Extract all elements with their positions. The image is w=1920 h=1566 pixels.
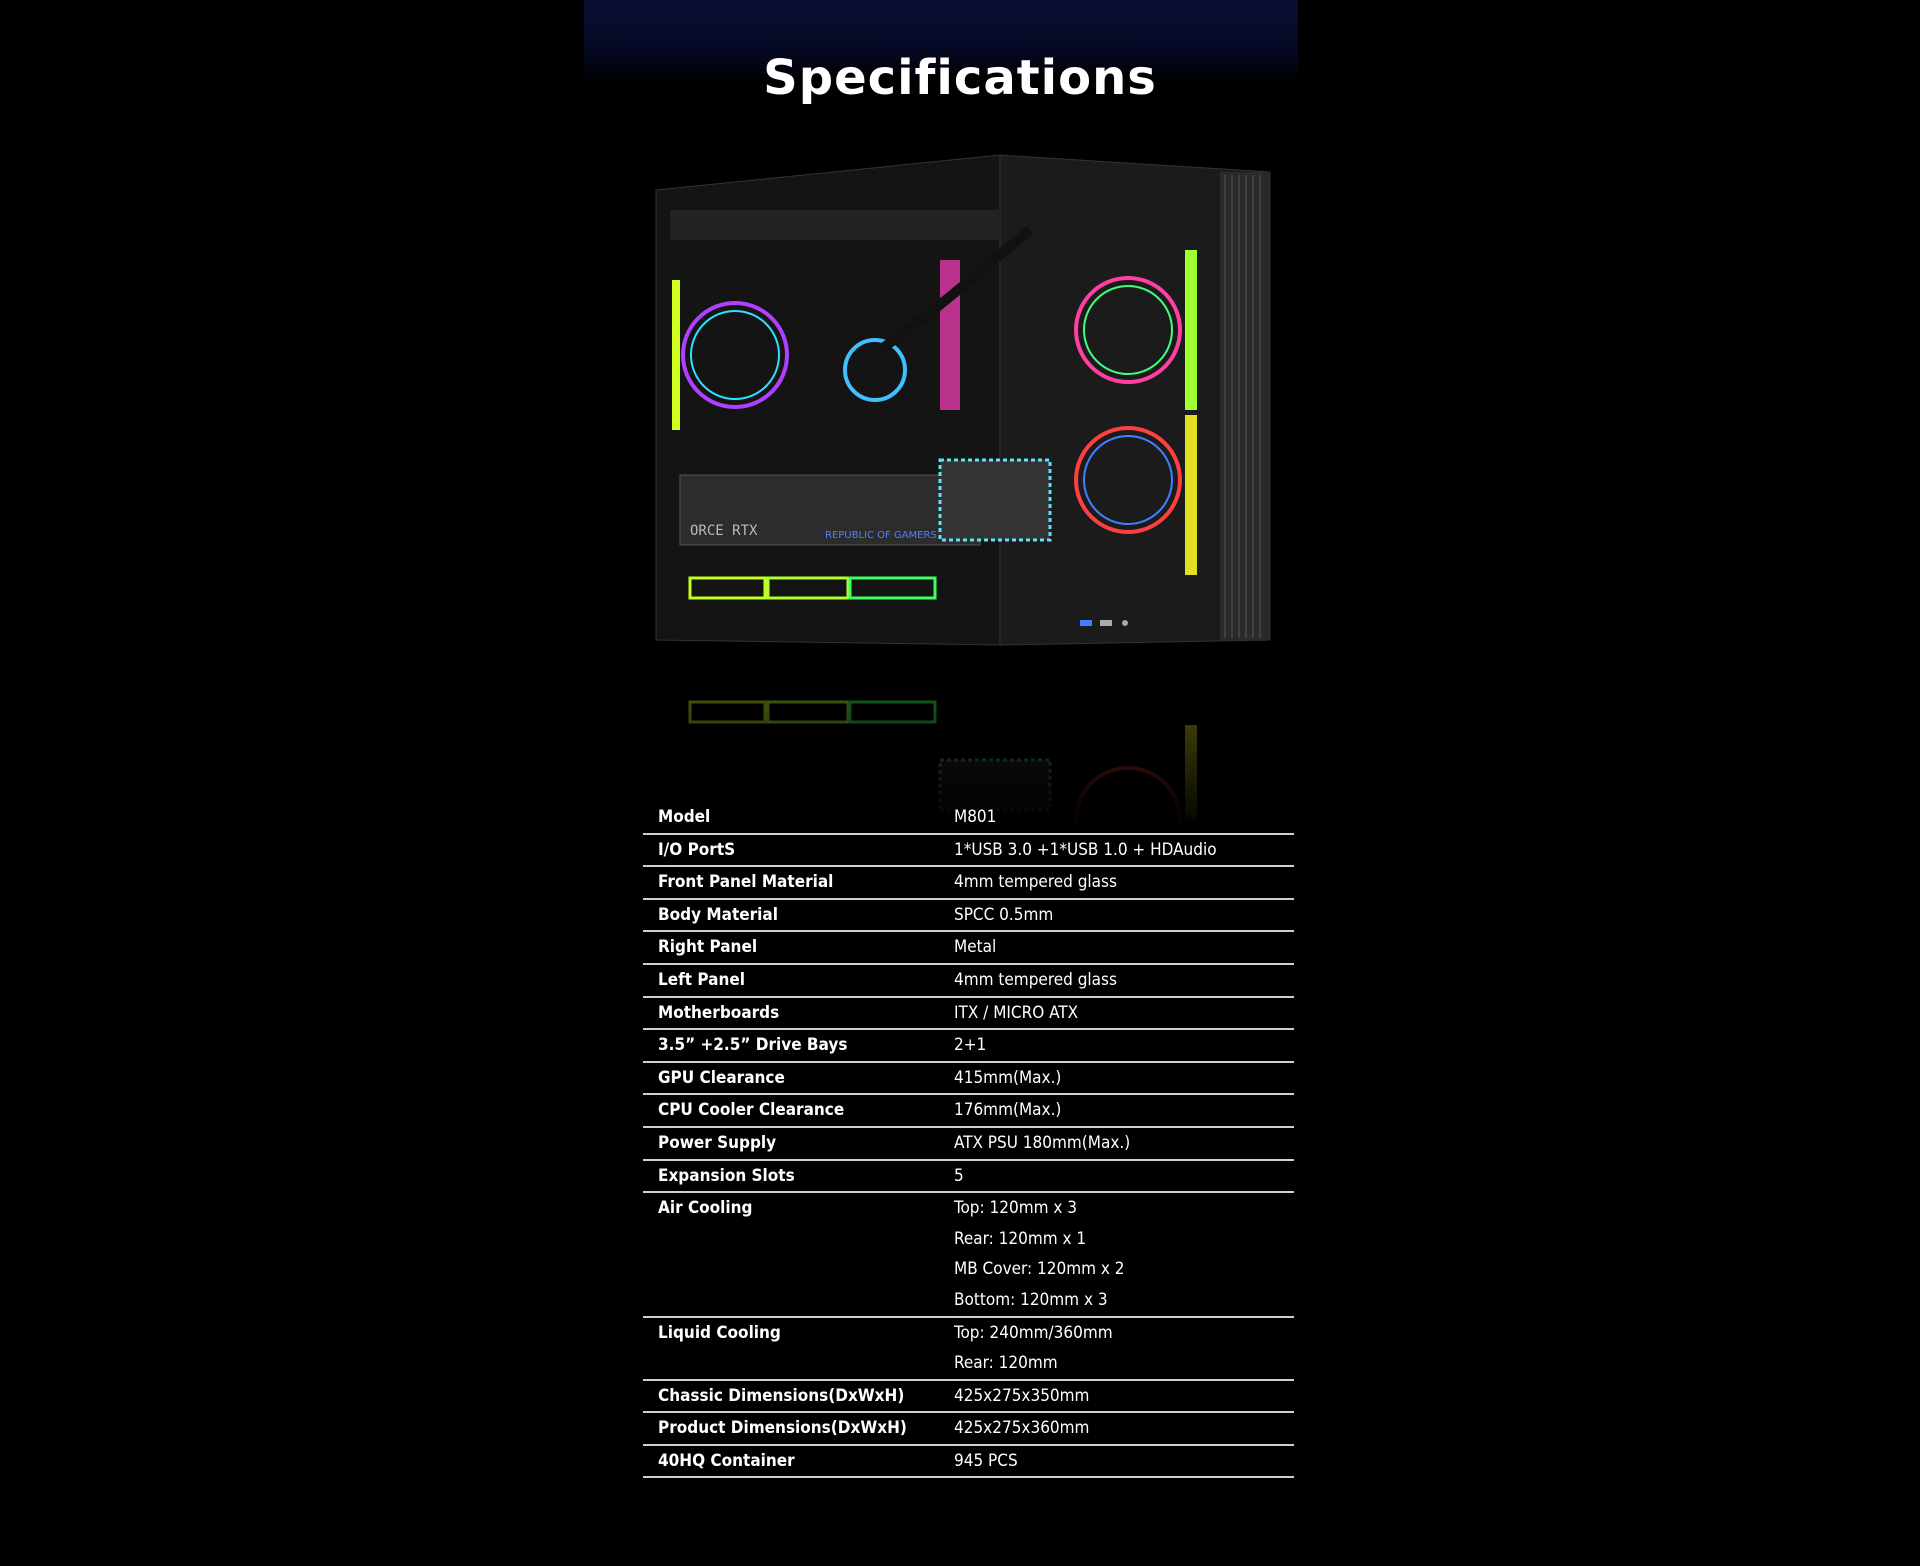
spec-row: Product Dimensions(DxWxH) 425x275x360mm (643, 1413, 1294, 1446)
spec-values: 2+1 (954, 1030, 1294, 1061)
spec-label: Air Cooling (658, 1198, 753, 1219)
spec-value: 4mm tempered glass (954, 872, 1117, 893)
spec-value: 945 PCS (954, 1450, 1018, 1471)
spec-row: Right Panel Metal (643, 932, 1294, 965)
spec-value: 415mm(Max.) (954, 1067, 1062, 1088)
gpu-label: ORCE RTX (690, 523, 758, 539)
spec-label: Right Panel (658, 937, 758, 958)
spec-value: ATX PSU 180mm(Max.) (954, 1132, 1131, 1153)
spec-value: Bottom: 120mm x 3 (954, 1289, 1108, 1310)
spec-row: Motherboards ITX / MICRO ATX (643, 998, 1294, 1031)
spec-row: Chassic Dimensions(DxWxH) 425x275x350mm (643, 1381, 1294, 1414)
spec-label: Front Panel Material (658, 872, 834, 893)
spec-row: Model M801 (643, 802, 1294, 835)
brand-label: REPUBLIC OF GAMERS (825, 530, 937, 541)
spec-row: GPU Clearance 415mm(Max.) (643, 1063, 1294, 1096)
spec-value: 176mm(Max.) (954, 1100, 1062, 1121)
spec-value: 1*USB 3.0 +1*USB 1.0 + HDAudio (954, 839, 1217, 860)
spec-label: Model (658, 807, 711, 827)
spec-row: 40HQ Container 945 PCS (643, 1446, 1294, 1479)
spec-values: SPCC 0.5mm (954, 900, 1294, 931)
pc-case-image: ORCE RTX REPUBLIC OF GAMERS (650, 154, 1280, 830)
spec-value: MB Cover: 120mm x 2 (954, 1259, 1125, 1280)
spec-label: CPU Cooler Clearance (658, 1100, 845, 1121)
spec-values: 4mm tempered glass (954, 965, 1294, 996)
spec-values: 1*USB 3.0 +1*USB 1.0 + HDAudio (954, 835, 1294, 866)
spec-label: 3.5” +2.5” Drive Bays (658, 1035, 848, 1056)
spec-row: Front Panel Material 4mm tempered glass (643, 867, 1294, 900)
spec-values: ATX PSU 180mm(Max.) (954, 1128, 1294, 1159)
spec-values: 415mm(Max.) (954, 1063, 1294, 1094)
spec-label: Product Dimensions(DxWxH) (658, 1418, 907, 1439)
spec-row: Power Supply ATX PSU 180mm(Max.) (643, 1128, 1294, 1161)
spec-row: I/O PortS 1*USB 3.0 +1*USB 1.0 + HDAudio (643, 835, 1294, 868)
spec-value: Top: 240mm/360mm (954, 1322, 1113, 1343)
spec-label: Liquid Cooling (658, 1322, 781, 1343)
spec-value: M801 (954, 807, 997, 827)
spec-values: 4mm tempered glass (954, 867, 1294, 898)
spec-row: Air Cooling Top: 120mm x 3 Rear: 120mm x 1… (643, 1193, 1294, 1318)
spec-label: Motherboards (658, 1002, 780, 1023)
spec-label: 40HQ Container (658, 1450, 795, 1471)
spec-value: SPCC 0.5mm (954, 904, 1054, 925)
spec-label: GPU Clearance (658, 1067, 785, 1088)
spec-value: 425x275x350mm (954, 1385, 1090, 1406)
spec-value: Metal (954, 937, 997, 958)
spec-value: 4mm tempered glass (954, 969, 1117, 990)
spec-row: CPU Cooler Clearance 176mm(Max.) (643, 1095, 1294, 1128)
spec-row: Expansion Slots 5 (643, 1161, 1294, 1194)
spec-values: 945 PCS (954, 1446, 1294, 1477)
spec-label: Power Supply (658, 1132, 777, 1153)
spec-label: Left Panel (658, 969, 745, 990)
spec-label: Chassic Dimensions(DxWxH) (658, 1385, 905, 1406)
spec-row: Body Material SPCC 0.5mm (643, 900, 1294, 933)
spec-value: 5 (954, 1165, 964, 1186)
spec-label: Body Material (658, 904, 778, 925)
spec-values: Metal (954, 932, 1294, 963)
spec-row: Left Panel 4mm tempered glass (643, 965, 1294, 998)
spec-label: I/O PortS (658, 839, 736, 860)
spec-values: 425x275x350mm (954, 1381, 1294, 1412)
spec-value: Rear: 120mm x 1 (954, 1228, 1087, 1249)
spec-values: ITX / MICRO ATX (954, 998, 1294, 1029)
spec-values: 176mm(Max.) (954, 1095, 1294, 1126)
spec-value: Rear: 120mm (954, 1353, 1058, 1374)
spec-value: Top: 120mm x 3 (954, 1198, 1078, 1219)
spec-value: 2+1 (954, 1035, 987, 1056)
spec-label: Expansion Slots (658, 1165, 795, 1186)
spec-values: Top: 120mm x 3 Rear: 120mm x 1 MB Cover: 1… (954, 1193, 1294, 1315)
spec-values: 5 (954, 1161, 1294, 1192)
spec-values: M801 (954, 802, 1294, 833)
spec-value: ITX / MICRO ATX (954, 1002, 1079, 1023)
header-background (584, 0, 1298, 82)
spec-row: 3.5” +2.5” Drive Bays 2+1 (643, 1030, 1294, 1063)
spec-value: 425x275x360mm (954, 1418, 1090, 1439)
page-title: Specifications (763, 50, 1157, 106)
spec-values: 425x275x360mm (954, 1413, 1294, 1444)
